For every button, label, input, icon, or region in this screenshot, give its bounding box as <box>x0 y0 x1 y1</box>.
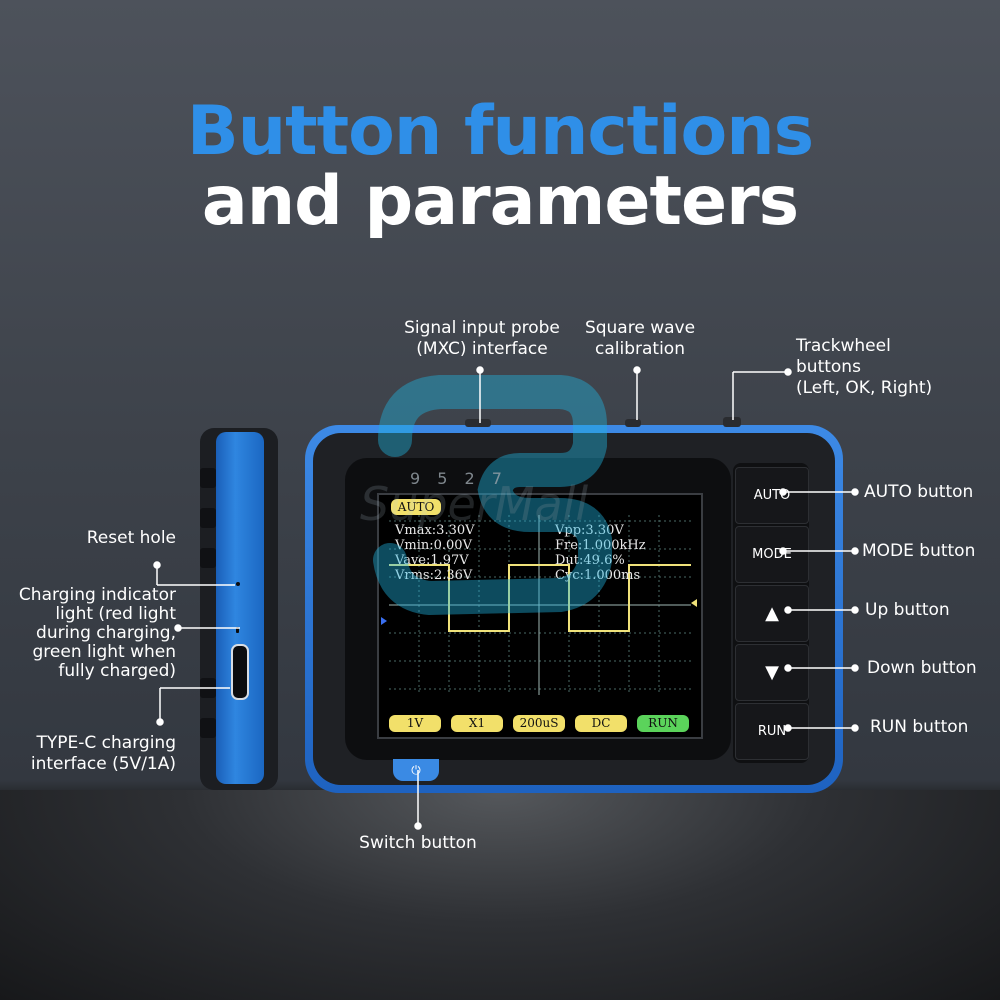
measure-vmin: Vmin:0.00V <box>395 538 472 553</box>
measure-vpp: Vpp:3.30V <box>555 523 624 538</box>
watermark-text: SuperMall <box>360 477 589 531</box>
side-grip <box>200 468 216 488</box>
floor-surface <box>0 790 1000 1000</box>
reset-hole[interactable] <box>236 582 240 586</box>
switch-button-label: Switch button <box>359 833 477 853</box>
down-key[interactable]: ▼ <box>735 644 809 701</box>
title-line-2: and parameters <box>201 162 799 241</box>
run-status-tag: RUN <box>637 715 689 732</box>
probe-multiplier-tag: X1 <box>451 715 503 732</box>
time-div-tag: 200uS <box>513 715 565 732</box>
charging-indicator-light <box>236 627 239 633</box>
up-button-label: Up button <box>865 600 950 620</box>
reset-hole-label: Reset hole <box>86 528 176 548</box>
side-grip <box>200 718 216 738</box>
type-c-label: TYPE-C charging interface (5V/1A) <box>30 733 176 774</box>
usb-c-port <box>231 644 249 700</box>
mode-button-label: MODE button <box>862 541 976 561</box>
device-side-view <box>200 428 278 790</box>
volt-div-tag: 1V <box>389 715 441 732</box>
measure-cycle: Cyc:1.000ms <box>555 568 641 583</box>
oscilloscope-screen: AUTO Vmax:3.30V Vmin:0.00V Vave:1.97V Vr… <box>377 493 703 739</box>
square-wave-label: Square wave calibration <box>584 318 696 359</box>
waveform-grid <box>381 515 697 695</box>
measure-vave: Vave:1.97V <box>395 553 469 568</box>
measure-vmax: Vmax:3.30V <box>395 523 475 538</box>
watermark-digits: 9 5 2 7 <box>410 469 508 488</box>
side-blue-frame <box>216 432 264 784</box>
coupling-tag: DC <box>575 715 627 732</box>
probe-label: Signal input probe (MXC) interface <box>404 318 560 359</box>
charging-indicator-label: Charging indicator light (red light duri… <box>18 585 176 681</box>
side-grip <box>200 548 216 568</box>
trackwheel-label: Trackwheel buttons (Left, OK, Right) <box>796 336 933 398</box>
up-key[interactable]: ▲ <box>735 585 809 642</box>
probe-interface-port <box>465 419 491 427</box>
calibration-pin <box>625 419 641 427</box>
run-key[interactable]: RUN <box>735 703 809 760</box>
oscilloscope-device: AUTO Vmax:3.30V Vmin:0.00V Vave:1.97V Vr… <box>305 417 843 793</box>
trackwheel[interactable] <box>723 417 741 427</box>
side-grip <box>200 508 216 528</box>
auto-mode-tag: AUTO <box>391 499 441 515</box>
run-button-label: RUN button <box>870 717 969 737</box>
measure-vrms: Vrms:2.36V <box>395 568 473 583</box>
down-button-label: Down button <box>867 658 977 678</box>
device-body: AUTO Vmax:3.30V Vmin:0.00V Vave:1.97V Vr… <box>313 433 835 785</box>
auto-button-label: AUTO button <box>864 482 974 502</box>
power-icon: ⏻ <box>411 763 421 777</box>
mode-key[interactable]: MODE <box>735 526 809 583</box>
power-switch-button[interactable]: ⏻ <box>393 759 439 781</box>
button-panel: AUTO MODE ▲ ▼ RUN <box>733 463 809 763</box>
title-line-1: Button functions <box>186 92 814 171</box>
measure-freq: Fre:1.000kHz <box>555 538 646 553</box>
measure-duty: Dut:49.6% <box>555 553 625 568</box>
auto-key[interactable]: AUTO <box>735 467 809 524</box>
